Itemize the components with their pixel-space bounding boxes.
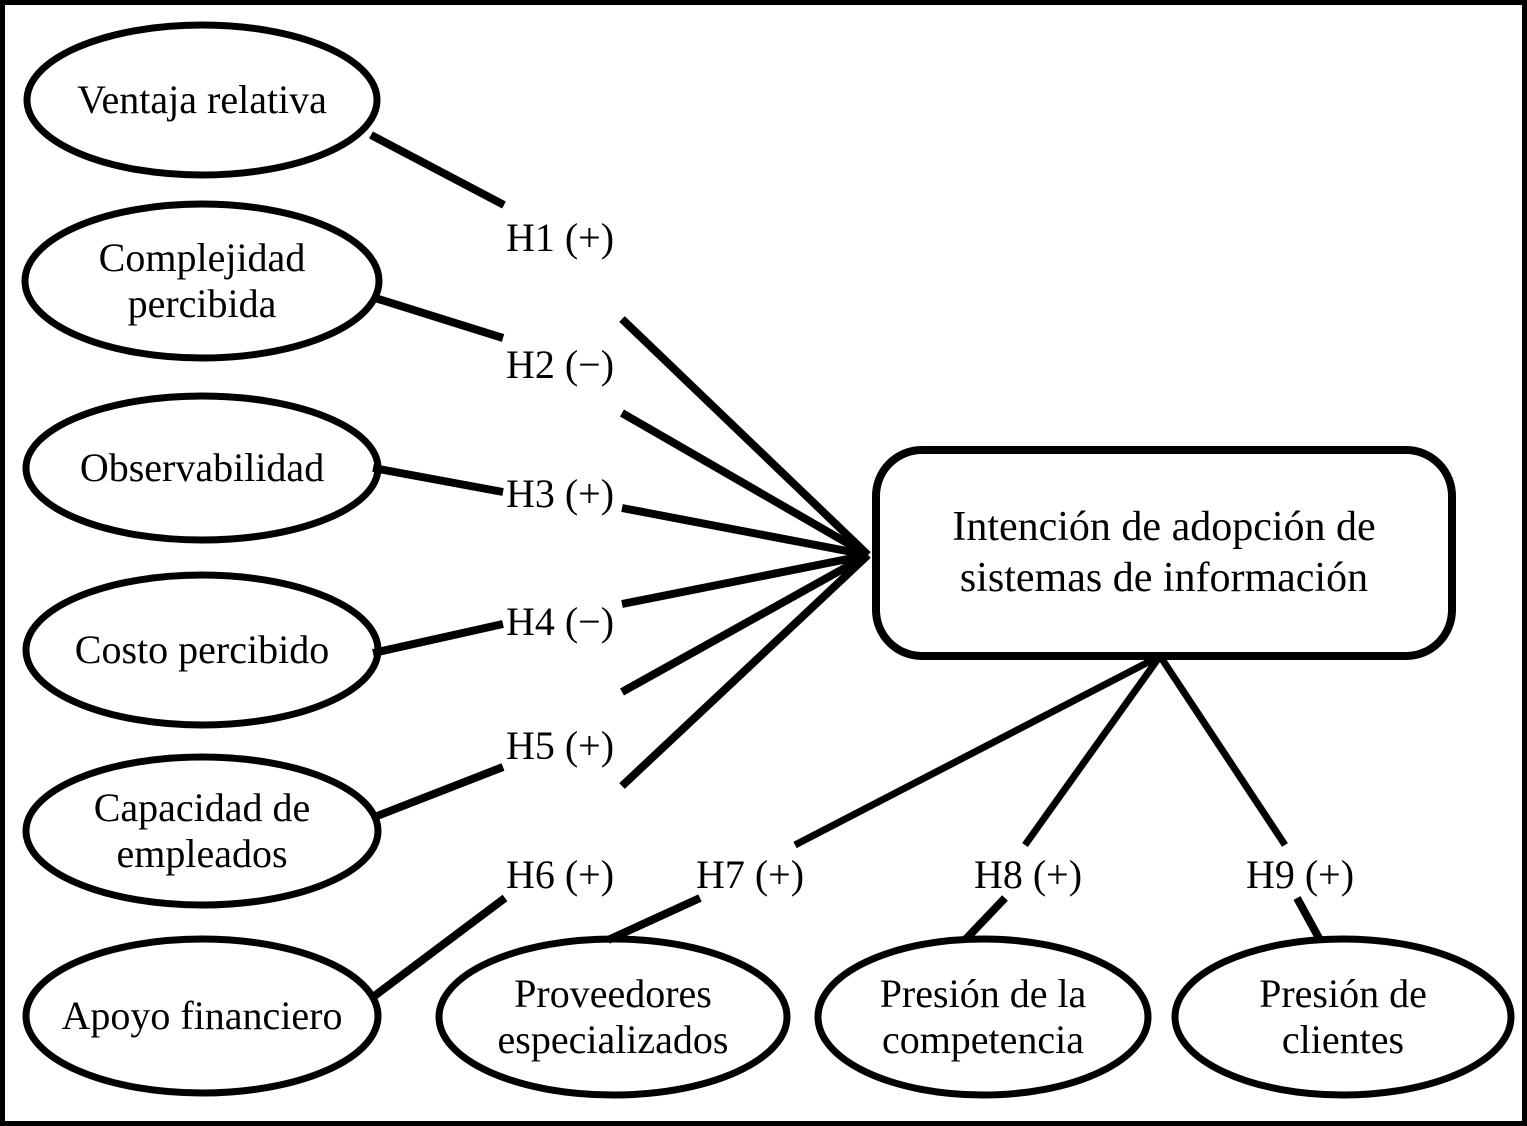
hypothesis-label-h2: H2 (−): [505, 342, 615, 387]
path-h7-stub: [606, 894, 702, 944]
node-complejidad-percibida[interactable]: [21, 200, 383, 362]
node-apoyo-financiero[interactable]: [22, 935, 382, 1097]
path-h2-to-target: [620, 409, 870, 559]
hypothesis-label-h8: H8 (+): [973, 852, 1083, 897]
path-h8-to-target: [1022, 653, 1163, 848]
hypothesis-label-h7: H7 (+): [695, 852, 805, 897]
node-presion-de-clientes[interactable]: [1171, 935, 1515, 1099]
hypothesis-label-h4: H4 (−): [505, 599, 615, 644]
path-h3-to-target: [621, 504, 869, 559]
node-target-intencion-de-adopcion[interactable]: [872, 446, 1456, 660]
node-ventaja-relativa[interactable]: [23, 21, 381, 179]
hypothesis-label-h5: H5 (+): [505, 723, 615, 768]
path-h5-to-target: [620, 551, 870, 696]
hypothesis-label-h1: H1 (+): [505, 215, 615, 260]
path-arrows-to-target: [619, 316, 1288, 849]
path-h9-stub: [1293, 896, 1324, 942]
path-h6-to-target: [619, 552, 871, 789]
path-h7-to-target: [793, 652, 1162, 849]
path-h2-stub: [370, 293, 505, 342]
node-presion-de-la-competencia[interactable]: [814, 935, 1152, 1099]
path-h6-stub: [370, 894, 508, 1001]
path-h4-stub: [372, 620, 504, 657]
node-observabilidad[interactable]: [22, 392, 382, 544]
path-h5-stub: [370, 763, 505, 822]
path-h1-stub: [369, 131, 506, 209]
predictor-nodes: [21, 21, 1515, 1099]
node-costo-percibido[interactable]: [22, 571, 382, 729]
path-h4-to-target: [621, 551, 869, 608]
node-proveedores-especializados[interactable]: [435, 935, 791, 1099]
path-h3-stub: [372, 464, 504, 496]
hypothesis-label-h6: H6 (+): [505, 852, 615, 897]
path-h1-to-target: [619, 316, 871, 558]
path-h8-stub: [962, 895, 1008, 943]
path-stubs-left: [369, 131, 1324, 1001]
path-h9-to-target: [1157, 654, 1288, 847]
hypothesis-label-h9: H9 (+): [1245, 852, 1355, 897]
node-capacidad-de-empleados[interactable]: [22, 753, 382, 909]
hypothesis-label-h3: H3 (+): [505, 471, 615, 516]
